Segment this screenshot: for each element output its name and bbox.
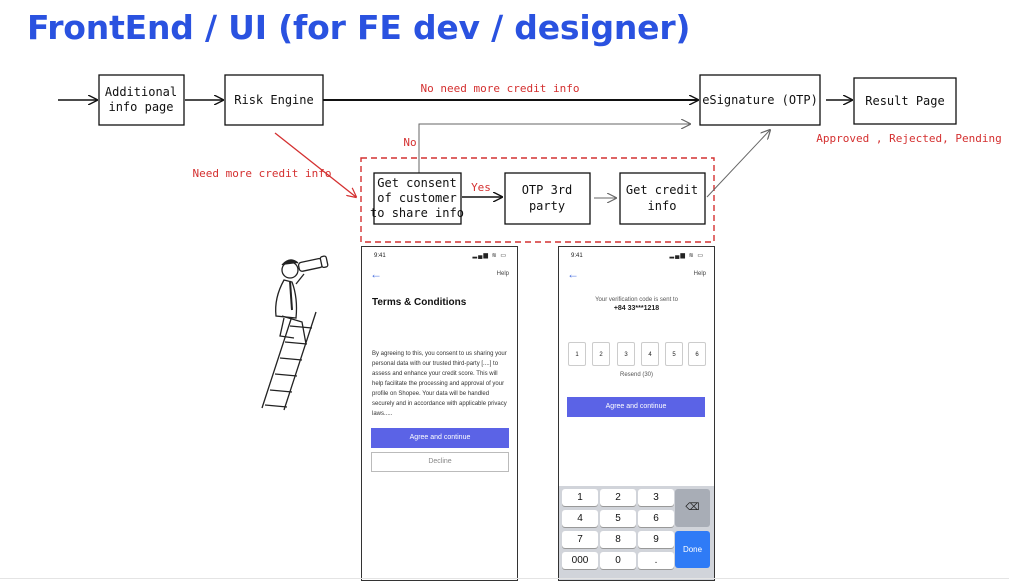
label-result-outcomes: Approved , Rejected, Pending [816,132,1001,145]
box-get-credit-info [619,172,706,225]
decline-button[interactable]: Decline [371,452,509,472]
terms-title: Terms & Conditions [372,297,467,308]
label-no: No [403,136,416,149]
keypad-key-000[interactable]: 000 [562,552,598,569]
help-link[interactable]: Help [496,271,509,277]
back-arrow-icon[interactable]: ← [567,267,579,281]
arrow-need-credit [274,132,356,197]
back-arrow-icon[interactable]: ← [370,267,382,281]
keypad-key-2[interactable]: 2 [600,489,636,506]
agree-continue-button[interactable]: Agree and continue [567,397,705,417]
explorer-ladder-illustration [261,255,329,411]
box-additional-info [98,74,185,126]
label-yes: Yes [471,181,491,194]
keypad-key-8[interactable]: 8 [600,531,636,548]
box-result-label: Result Page [865,94,944,108]
label-no-need-credit: No need more credit info [421,82,580,95]
box-otp-third-party [504,172,591,225]
box-esign-label: eSignature (OTP) [702,93,818,107]
keypad-key-dot[interactable]: . [638,552,674,569]
box-additional-line2: info page [108,100,173,114]
otp-digit-box[interactable]: 3 [617,342,635,366]
page-title: FrontEnd / UI (for FE dev / designer) [27,8,691,47]
dashed-credit-group [360,157,715,243]
keypad-key-0[interactable]: 0 [600,552,636,569]
otp-digit-box[interactable]: 2 [592,342,610,366]
box-otp3-line1: OTP 3rd [522,183,573,197]
done-button[interactable]: Done [675,531,710,568]
agree-continue-button[interactable]: Agree and continue [371,428,509,448]
help-link[interactable]: Help [693,271,706,277]
status-icons: ▂▄▆ ≋ ▭ [472,253,507,259]
phone-otp-verification: 9:41 ▂▄▆ ≋ ▭ ← Help Your verification co… [558,246,715,581]
keypad-key-4[interactable]: 4 [562,510,598,527]
terms-body: By agreeing to this, you consent to us s… [372,351,507,417]
box-otp3-line2: party [529,199,565,213]
keypad-key-7[interactable]: 7 [562,531,598,548]
box-credit-line2: info [648,199,677,213]
masked-phone-number: +84 33***1218 [613,305,660,312]
bottom-divider [0,578,1009,579]
otp-digit-box[interactable]: 1 [568,342,586,366]
keypad-key-1[interactable]: 1 [562,489,598,506]
box-consent-line3: to share info [370,206,464,220]
arrow-credit-to-esign [706,130,770,198]
status-icons: ▂▄▆ ≋ ▭ [669,253,704,259]
backspace-icon[interactable]: ⌫ [675,489,710,527]
phone-terms-conditions: 9:41 ▂▄▆ ≋ ▭ ← Help Terms & Conditions B… [361,246,518,581]
box-credit-line1: Get credit [626,183,698,197]
keypad-key-6[interactable]: 6 [638,510,674,527]
label-need-credit: Need more credit info [192,167,331,180]
status-time: 9:41 [374,253,386,259]
box-result-page [853,77,957,125]
box-risk-label: Risk Engine [234,93,313,107]
box-get-consent [373,172,462,225]
keypad-key-5[interactable]: 5 [600,510,636,527]
otp-digit-box[interactable]: 5 [665,342,683,366]
otp-digit-box[interactable]: 4 [641,342,659,366]
box-additional-line1: Additional [105,85,177,99]
arrow-no-consent [418,124,690,173]
resend-timer[interactable]: Resend (30) [619,372,654,378]
otp-digit-box[interactable]: 6 [688,342,706,366]
keypad-key-9[interactable]: 9 [638,531,674,548]
box-risk-engine [224,74,324,126]
box-consent-line1: Get consent [377,176,456,190]
status-time: 9:41 [571,253,583,259]
box-esignature [699,74,821,126]
code-sent-text: Your verification code is sent to [595,297,678,303]
keypad-key-3[interactable]: 3 [638,489,674,506]
box-consent-line2: of customer [377,191,456,205]
